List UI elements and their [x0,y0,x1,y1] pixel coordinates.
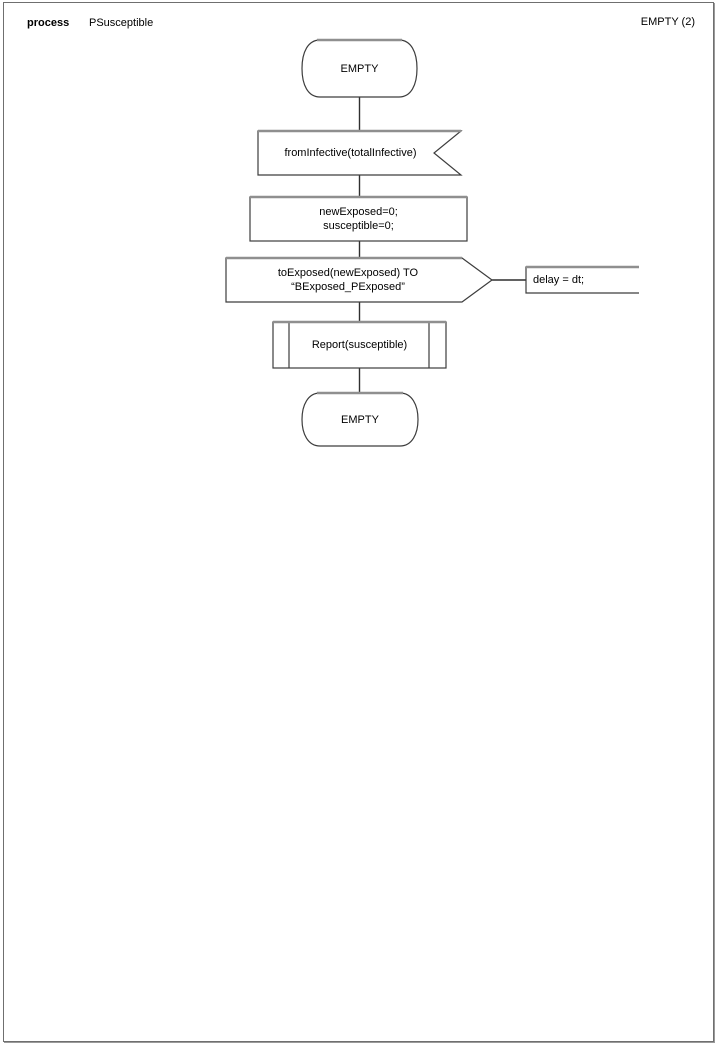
input-signal-label: fromInfective(totalInfective) [284,147,417,159]
comment-symbol[interactable]: delay = dt; [526,267,639,293]
page-reference-label: EMPTY (2) [640,16,695,28]
start-state-outline [301,39,418,98]
start-state-symbol[interactable]: EMPTY [302,40,417,97]
end-state-outline [301,392,419,447]
diagram-page: process PSusceptible EMPTY (2) [3,2,714,1042]
process-name-label: PSusceptible [89,17,154,29]
comment-label: delay = dt; [533,274,585,286]
start-state-label: EMPTY [340,62,379,75]
end-state-symbol[interactable]: EMPTY [302,393,418,446]
flowchart-canvas [225,38,639,447]
end-state-label: EMPTY [341,413,379,426]
output-signal-symbol[interactable]: toExposed(newExposed) TO “BExposed_PExpo… [226,258,492,302]
input-signal-symbol[interactable]: fromInfective(totalInfective) [258,131,461,175]
procedure-call-label: Report(susceptible) [311,339,408,351]
output-signal-label: toExposed(newExposed) TO “BExposed_PExpo… [277,267,419,293]
procedure-call-symbol[interactable]: Report(susceptible) [273,322,446,368]
task-label: newExposed=0; susceptible=0; [319,206,398,232]
process-kind-label: process [27,17,70,29]
task-symbol[interactable]: newExposed=0; susceptible=0; [250,197,467,241]
